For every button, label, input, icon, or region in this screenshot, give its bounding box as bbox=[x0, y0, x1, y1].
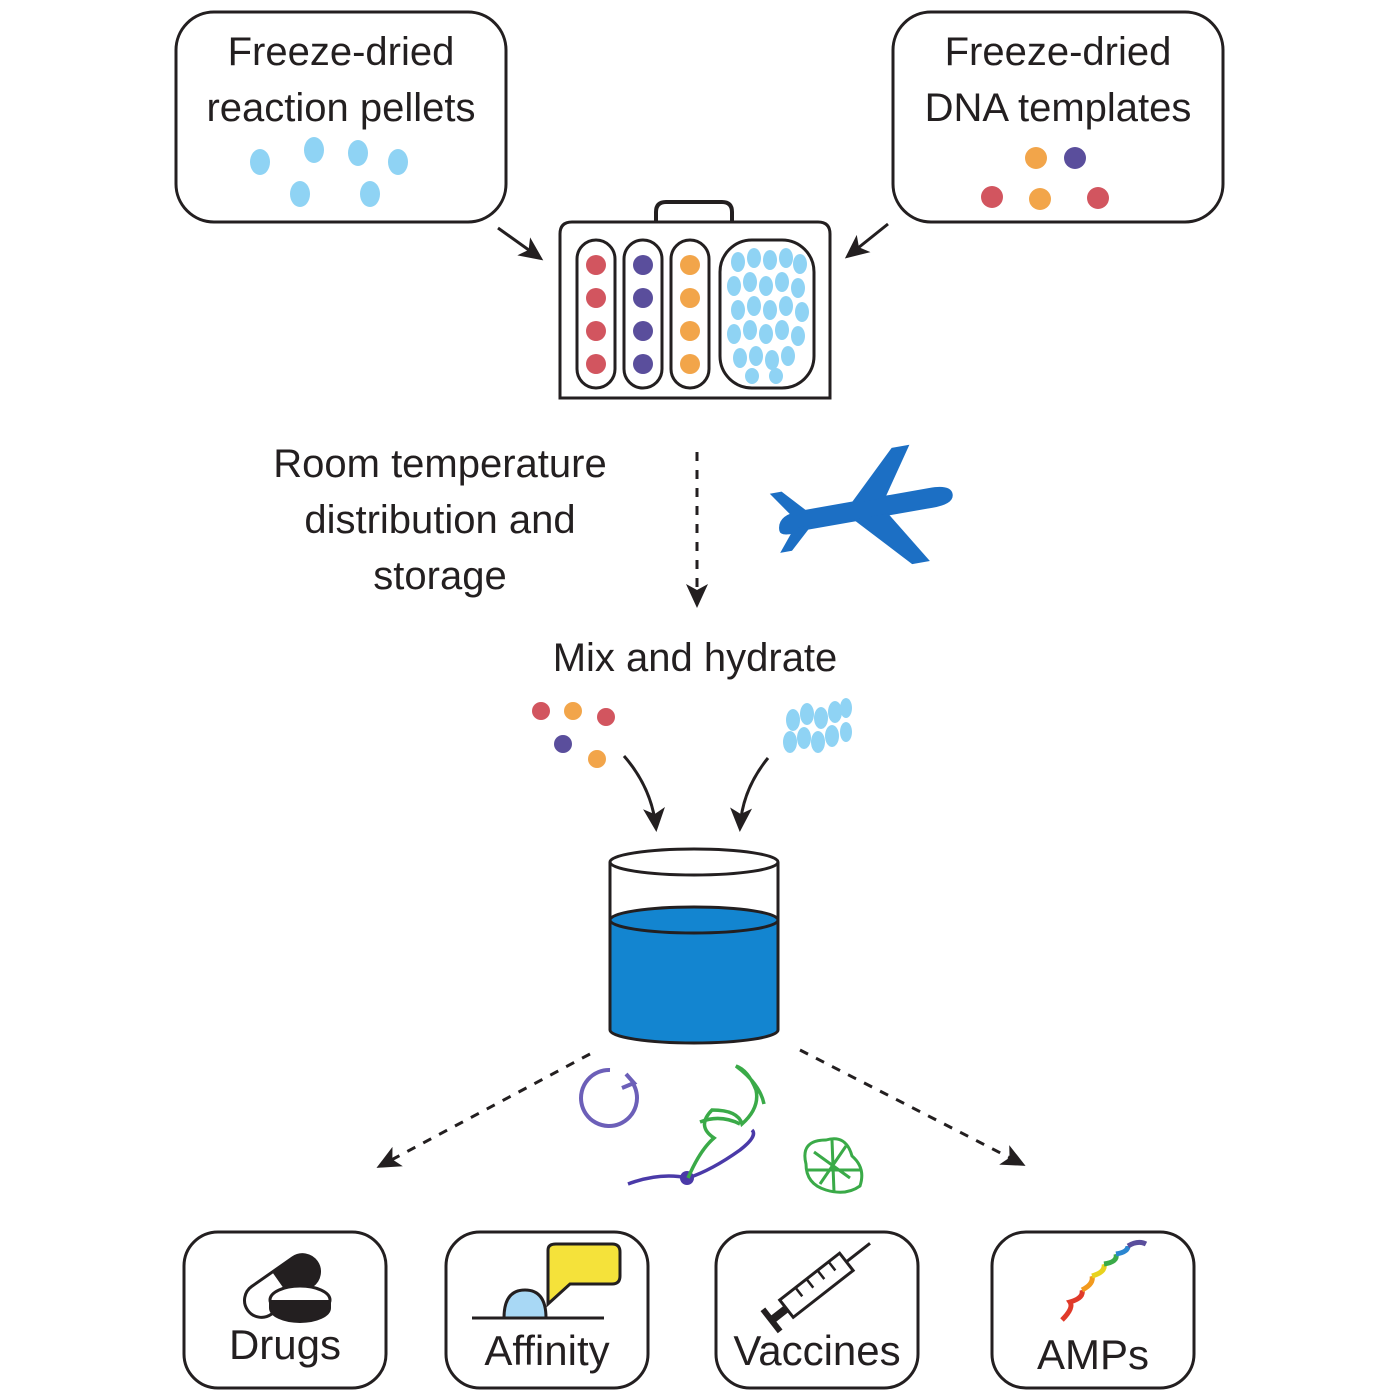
app-box-vaccines bbox=[714, 1230, 920, 1390]
suitcase-icon bbox=[558, 200, 832, 400]
hydrate-label: Mix and hydrate bbox=[552, 636, 838, 680]
plasmid-icon bbox=[579, 1067, 640, 1128]
mixed-templates bbox=[532, 702, 615, 768]
arrow-pellets-to-case bbox=[497, 226, 544, 261]
app-label-affinity: Affinity bbox=[484, 1327, 610, 1374]
arrow-templates-to-case bbox=[844, 222, 889, 259]
arrow-to-left-apps bbox=[376, 1052, 591, 1168]
protein-chain-icon bbox=[627, 1064, 766, 1186]
pellets-title-line2: reaction pellets bbox=[206, 86, 476, 130]
arrow-pellets-to-beaker bbox=[730, 757, 770, 832]
airplane-icon bbox=[769, 444, 953, 565]
distribution-label-line3: storage bbox=[373, 554, 507, 598]
app-label-vaccines: Vaccines bbox=[733, 1327, 901, 1374]
pellets-title-line1: Freeze-dried bbox=[227, 30, 455, 74]
app-label-amps: AMPs bbox=[1036, 1331, 1149, 1378]
syringe-icon bbox=[760, 1242, 871, 1334]
templates-title-line1: Freeze-dried bbox=[944, 30, 1172, 74]
folded-protein-icon bbox=[803, 1137, 864, 1194]
app-box-affinity bbox=[444, 1230, 650, 1390]
app-box-drugs bbox=[182, 1230, 388, 1390]
app-label-drugs: Drugs bbox=[228, 1321, 342, 1368]
arrow-templates-to-beaker bbox=[622, 755, 665, 832]
distribution-label-line1: Room temperature bbox=[273, 442, 607, 486]
app-box-amps bbox=[990, 1230, 1196, 1390]
binding-icon bbox=[472, 1242, 622, 1320]
dna-templates-box bbox=[891, 10, 1225, 224]
beaker-icon bbox=[608, 847, 780, 1045]
reaction-pellets-box bbox=[174, 10, 508, 224]
templates-title-line2: DNA templates bbox=[924, 86, 1192, 130]
arrow-to-right-apps bbox=[799, 1048, 1026, 1166]
helix-icon bbox=[1060, 1239, 1148, 1322]
mixed-pellets bbox=[783, 698, 852, 753]
distribution-label-line2: distribution and bbox=[304, 498, 576, 542]
